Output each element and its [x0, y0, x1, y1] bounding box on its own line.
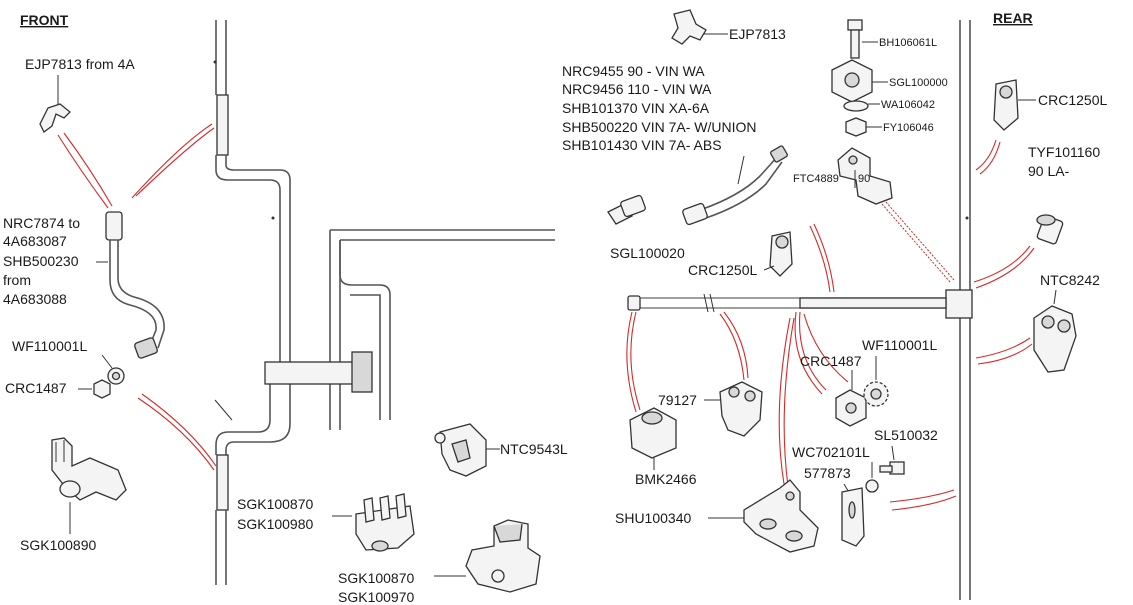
rear-clip-577873: [841, 487, 865, 547]
front-clip-sgk100890: [51, 437, 127, 501]
front-flexible-hose: [105, 211, 165, 359]
label-ftc4889: FTC4889: [793, 173, 839, 185]
label-shb101430: SHB101430 VIN 7A- ABS: [562, 137, 722, 153]
label-ejp7813-from-4a: EJP7813 from 4A: [25, 56, 135, 72]
rear-washer-wa106042: [843, 100, 869, 112]
label-shb500220: SHB500220 VIN 7A- W/UNION: [562, 119, 757, 135]
label-nrc9455: NRC9455 90 - VIN WA: [562, 63, 705, 79]
rear-nut-fy106046: [845, 117, 867, 137]
label-bh106061l: BH106061L: [879, 37, 937, 49]
label-4a683087: 4A683087: [3, 233, 67, 249]
label-shu100340: SHU100340: [615, 510, 691, 526]
front-header: FRONT: [20, 12, 69, 28]
rear-clip-ntc8242: [1033, 305, 1077, 373]
rear-hose-sleeve: [799, 297, 947, 309]
label-bmk2466: BMK2466: [635, 471, 697, 487]
label-tyf101160: TYF101160: [1028, 144, 1100, 160]
rear-bracket-shu100340: [743, 479, 819, 553]
label-shb101370: SHB101370 VIN XA-6A: [562, 100, 710, 116]
front-clip-ntc9543l: [434, 423, 487, 477]
rear-nut-bmk2466: [629, 407, 677, 459]
rear-flexible-hose: [682, 145, 788, 226]
label-sgk100980: SGK100980: [237, 516, 313, 532]
label-crc1250l-a: CRC1250L: [688, 262, 757, 278]
front-tee-bracket: [264, 361, 356, 385]
rear-header: REAR: [993, 10, 1033, 26]
rear-tee-sgl100000: [831, 59, 873, 103]
rear-clip-ejp7813: [671, 9, 707, 45]
label-wf110001l-front: WF110001L: [12, 338, 87, 354]
label-crc1250l-b: CRC1250L: [1038, 92, 1107, 108]
front-hose-lower: [216, 454, 229, 511]
label-nrc7874: NRC7874 to: [3, 215, 80, 231]
rear-clip-crc1250l-right: [993, 79, 1019, 131]
front-chassis-pipe: [213, 20, 555, 585]
rear-spacer-tyf101160: [1036, 214, 1064, 245]
label-nrc9456: NRC9456 110 - VIN WA: [562, 81, 712, 97]
label-sgl100000: SGL100000: [889, 77, 948, 89]
rear-bolt-sl510032: [879, 461, 905, 475]
label-79127: 79127: [658, 392, 697, 408]
front-clip-sgk100970: [465, 519, 541, 593]
rear-banjo-bolt: [847, 19, 863, 59]
rear-bracket-ftc4889: [837, 147, 893, 205]
rear-clip-crc1250l-mid: [769, 231, 793, 277]
rear-union-sgl100020: [607, 194, 646, 225]
label-sgl100020: SGL100020: [610, 245, 685, 261]
front-tee-block: [351, 351, 373, 393]
label-577873: 577873: [804, 465, 851, 481]
label-crc1487-front: CRC1487: [5, 380, 67, 396]
label-ejp7813-rear: EJP7813: [729, 26, 786, 42]
rear-tee-union: [945, 289, 973, 319]
rear-clip-79127: [719, 381, 763, 437]
label-from: from: [3, 272, 31, 288]
label-ntc9543l: NTC9543L: [500, 441, 568, 457]
label-wf110001l-rear: WF110001L: [862, 337, 937, 353]
label-crc1487-rear: CRC1487: [800, 353, 862, 369]
rear-chassis-pipe: [627, 20, 973, 600]
label-sgk100870-b: SGK100870: [338, 570, 414, 586]
label-shb500230: SHB500230: [3, 253, 79, 269]
front-clip-ejp7813: [39, 103, 71, 133]
label-tyf101160-90la: 90 LA-: [1028, 163, 1070, 179]
label-wc702101l: WC702101L: [792, 444, 870, 460]
label-sgk100870-a: SGK100870: [237, 496, 313, 512]
front-hose-upper: [216, 94, 229, 156]
label-sl510032: SL510032: [874, 427, 938, 443]
front-nut: [93, 379, 111, 399]
label-fy106046: FY106046: [883, 122, 934, 134]
label-ntc8242: NTC8242: [1040, 272, 1100, 288]
label-4a683088: 4A683088: [3, 291, 67, 307]
label-wa106042: WA106042: [881, 99, 935, 111]
label-ftc4889-90: 90: [858, 173, 870, 185]
label-sgk100970: SGK100970: [338, 589, 414, 605]
label-sgk100890: SGK100890: [20, 537, 96, 553]
front-clip-sgk100980: [355, 493, 415, 552]
rear-washer-wc702101l: [865, 479, 879, 493]
